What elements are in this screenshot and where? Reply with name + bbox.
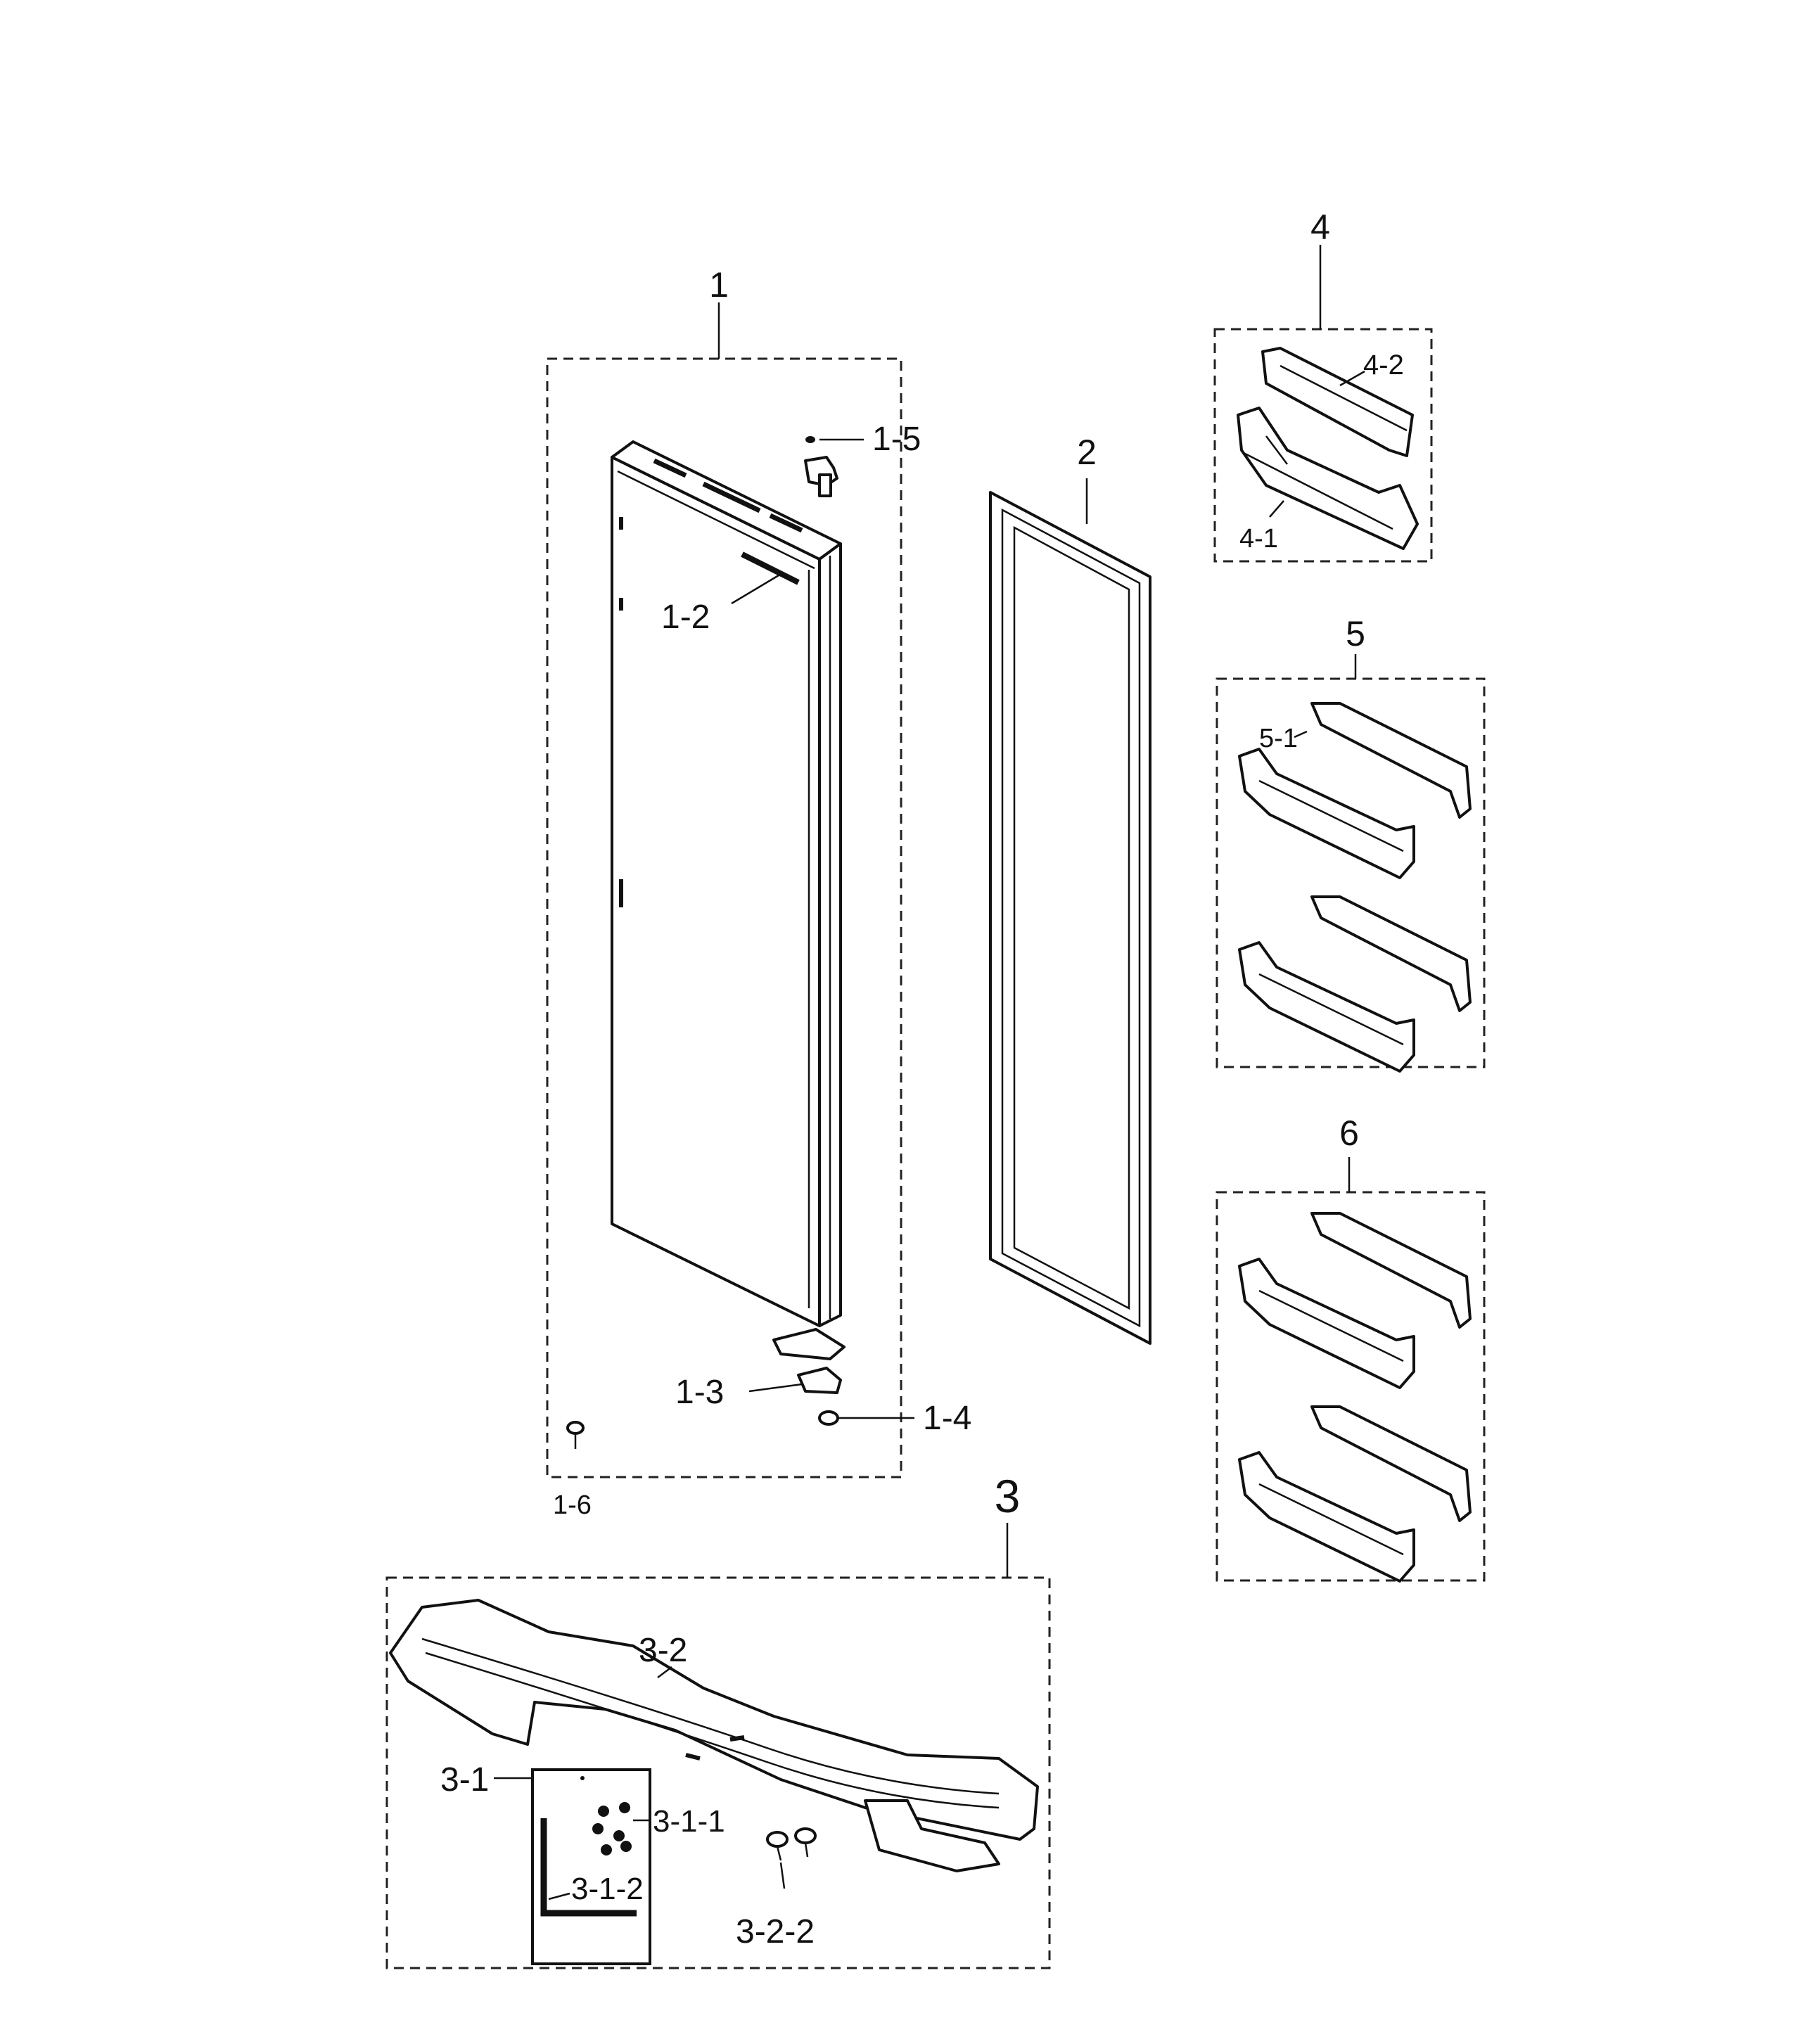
label-3-2: 3-2	[639, 1632, 687, 1669]
group-1-door-assembly: 1 1-5 1	[546, 265, 971, 1520]
label-1-6: 1-6	[553, 1490, 592, 1520]
label-5: 5	[1346, 614, 1365, 653]
group-6-box	[1215, 1191, 1486, 1582]
part-1-5-hinge: 1-5	[804, 421, 921, 497]
label-3-2-2: 3-2-2	[736, 1913, 815, 1950]
part-1-6-screw	[566, 1421, 585, 1449]
group-4-shelf: 4 4-2 4-1	[1213, 207, 1433, 563]
bottom-hinge	[772, 1328, 846, 1426]
label-1-5: 1-5	[872, 421, 921, 458]
label-1-3: 1-3	[675, 1374, 724, 1411]
part-3-1-kit-bag	[531, 1768, 651, 1965]
bin-6-lower	[1238, 1405, 1472, 1583]
group-3-box	[385, 1576, 1051, 1969]
label-3: 3	[995, 1470, 1021, 1522]
screws-3-1-1	[592, 1802, 632, 1855]
group-2-gasket: 2	[989, 433, 1151, 1345]
label-4-2: 4-2	[1363, 350, 1404, 381]
part-3-2-bar	[389, 1599, 1039, 1872]
bin-5-upper	[1238, 702, 1472, 879]
group-4-box	[1213, 328, 1433, 563]
group-5-box	[1215, 677, 1486, 1068]
label-1: 1	[709, 265, 729, 305]
label-1-2: 1-2	[661, 599, 710, 636]
label-6: 6	[1339, 1113, 1359, 1153]
label-2: 2	[1077, 433, 1097, 472]
label-4: 4	[1310, 207, 1330, 247]
label-3-1-1: 3-1-1	[653, 1804, 725, 1839]
group-3-hinge-bar: 3 3-2 3-1	[385, 1470, 1051, 1969]
group-1-box	[546, 357, 902, 1478]
label-3-1-2: 3-1-2	[571, 1872, 644, 1906]
label-3-1: 3-1	[440, 1761, 489, 1799]
label-4-1: 4-1	[1239, 524, 1278, 554]
bin-5-lower	[1238, 895, 1472, 1073]
group-6-bins: 6	[1215, 1113, 1486, 1583]
screws-3-2-2	[766, 1827, 817, 1861]
group-5-bins: 5 5-1	[1215, 614, 1486, 1073]
bin-6-upper	[1238, 1212, 1472, 1389]
label-5-1: 5-1	[1259, 724, 1298, 753]
door-panel	[611, 440, 842, 1327]
label-1-4: 1-4	[923, 1400, 971, 1437]
